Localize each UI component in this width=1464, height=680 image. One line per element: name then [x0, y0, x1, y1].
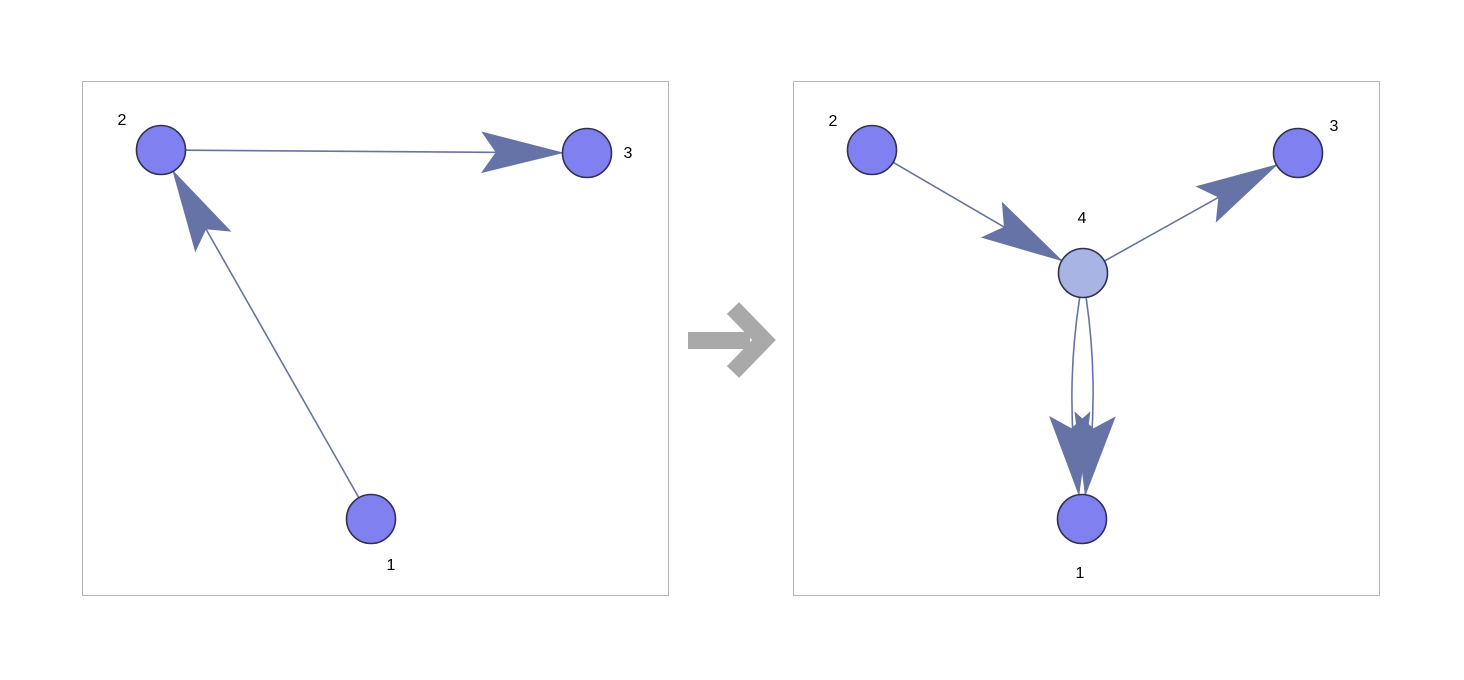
after-node-2 [846, 124, 898, 176]
right-arrow-shaft [688, 332, 750, 349]
right-arrow-head [726, 302, 776, 378]
after-node-label-1: 1 [1076, 565, 1085, 582]
after-arrowhead-4-to-1 [1074, 411, 1116, 495]
after-node-label-3: 3 [1330, 118, 1339, 135]
after-node-1 [1056, 493, 1108, 545]
before-node-3 [561, 127, 613, 179]
before-node-2 [135, 124, 187, 176]
transition-arrow-group [688, 302, 776, 378]
before-arrowhead-1-to-2 [172, 171, 232, 253]
before-node-label-2: 2 [118, 112, 127, 129]
after-node-3 [1272, 127, 1324, 179]
after-node-label-4: 4 [1078, 210, 1087, 227]
before-node-label-1: 1 [387, 557, 396, 574]
after-arrowhead-4-to-3 [1195, 164, 1277, 223]
edges-layer [172, 131, 1277, 498]
after-arrowhead-2-to-4 [980, 201, 1062, 261]
right-arrow-icon [688, 302, 776, 378]
after-node-4 [1057, 247, 1109, 299]
after-node-label-2: 2 [829, 113, 838, 130]
before-node-1 [345, 493, 397, 545]
nodes-layer [135, 124, 1324, 545]
before-arrowhead-2-to-3 [480, 131, 563, 174]
before-node-label-3: 3 [624, 145, 633, 162]
labels-layer: 1 2 3 1 2 3 4 [118, 112, 1339, 582]
